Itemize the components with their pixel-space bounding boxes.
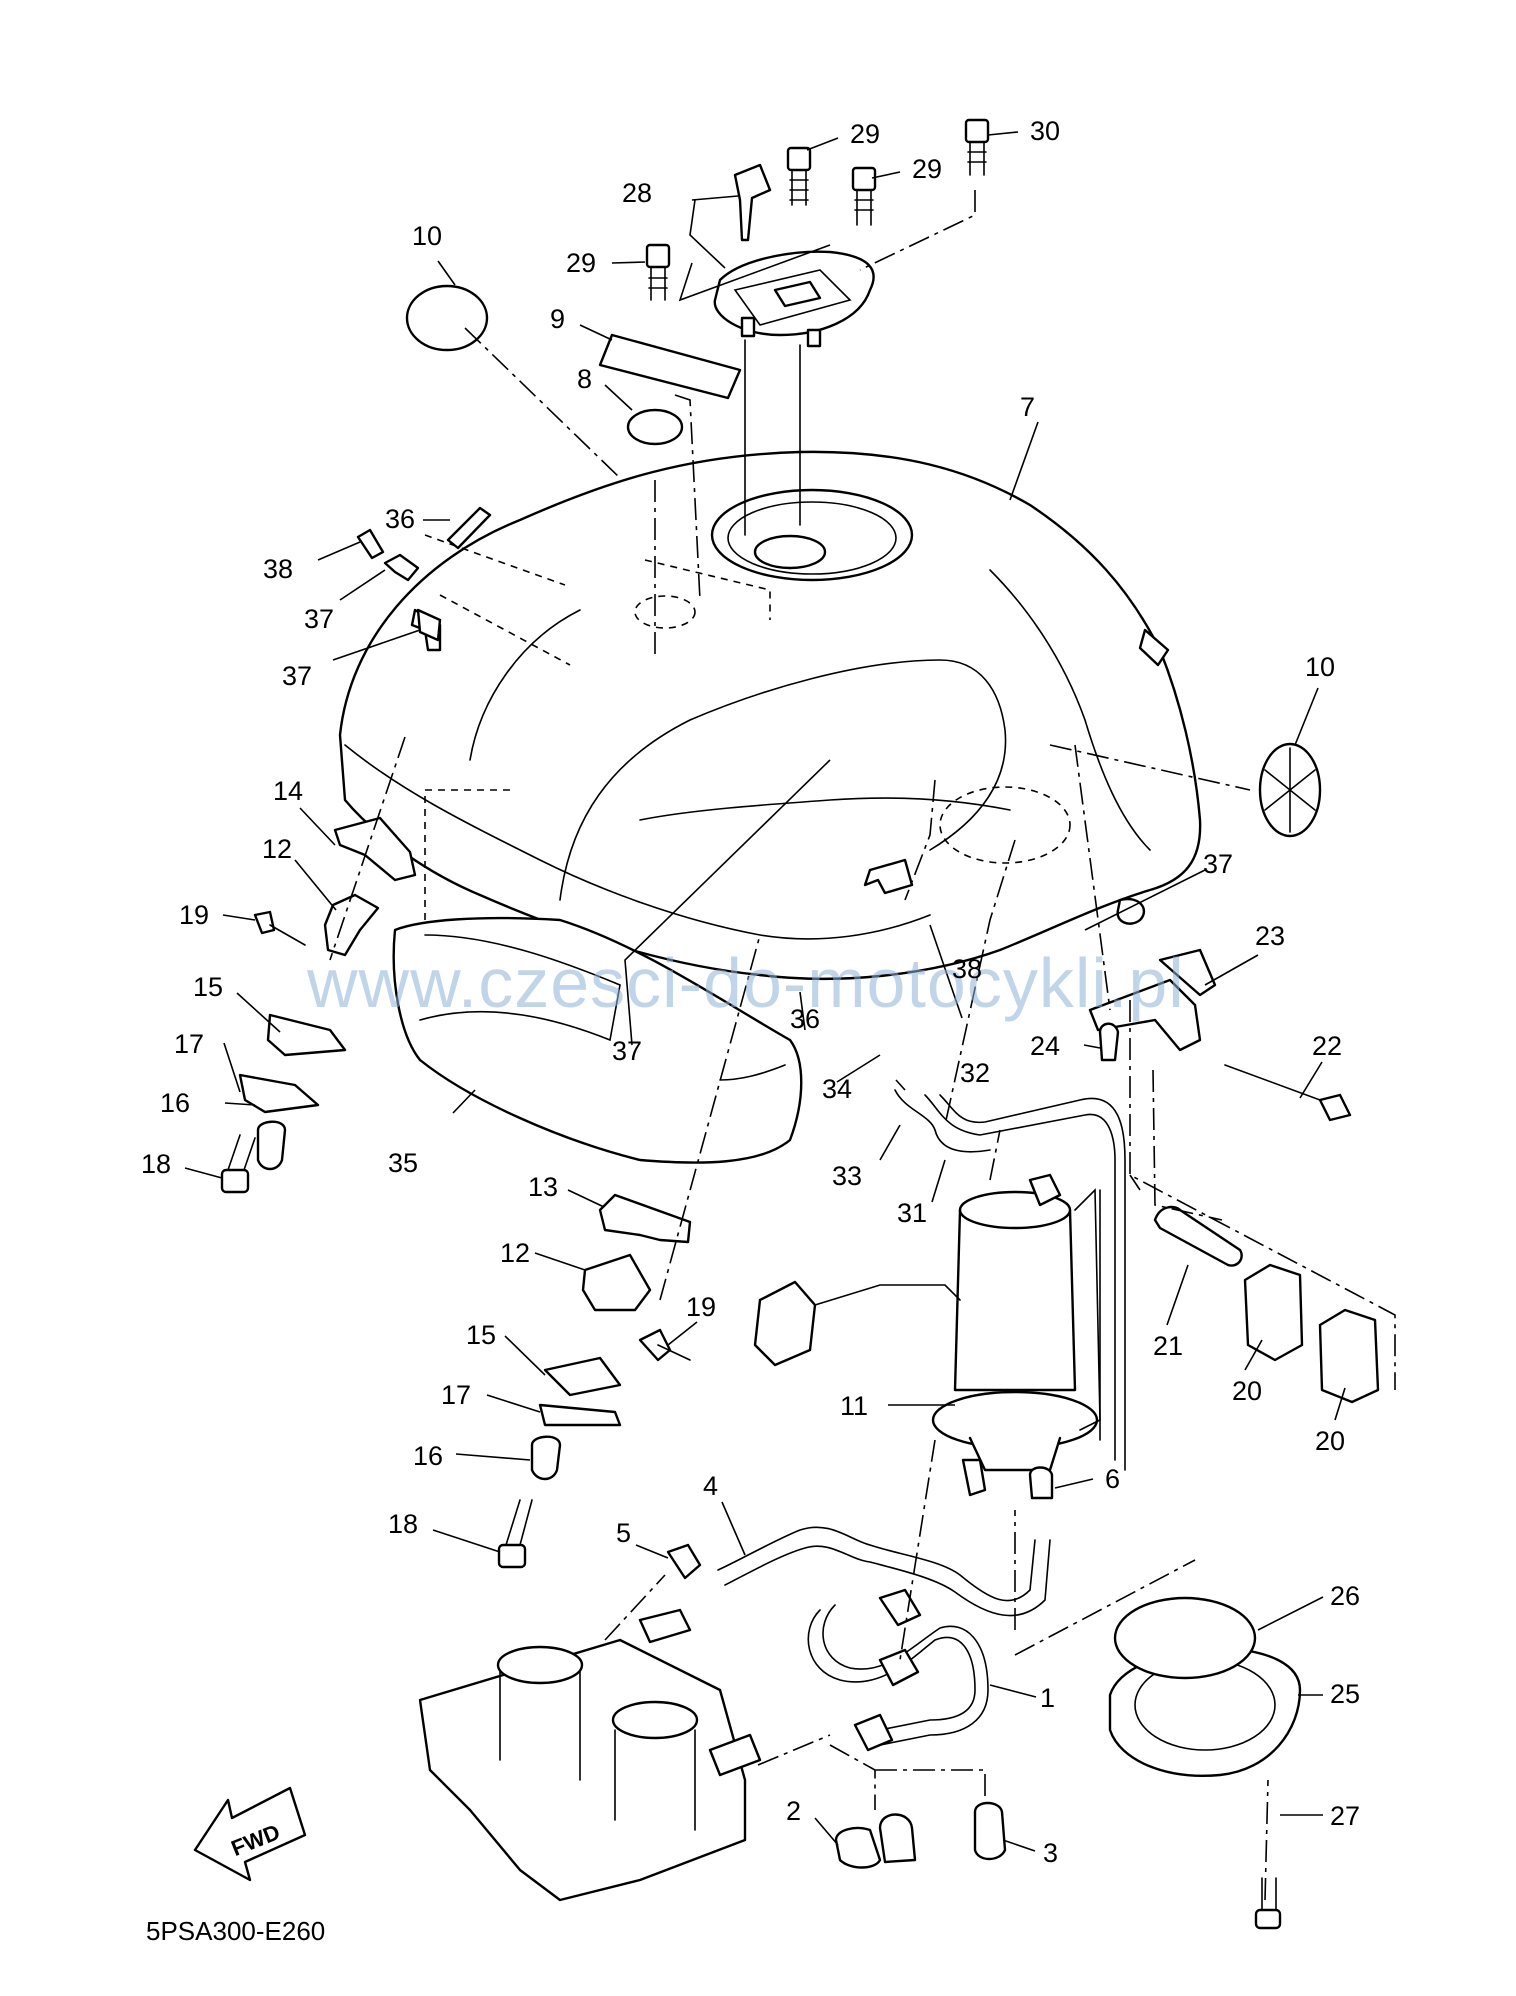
callout-37-b: 37 <box>282 661 312 691</box>
callout-18-lower: 18 <box>388 1509 418 1539</box>
dampers-top-left <box>356 506 492 642</box>
callout-19-upper: 19 <box>179 900 209 930</box>
callout-33: 33 <box>832 1161 862 1191</box>
callout-37-d: 37 <box>1203 849 1233 879</box>
assembly-lines <box>329 190 1396 1901</box>
throttle-body <box>418 1608 762 1902</box>
callout-28: 28 <box>622 178 652 208</box>
callout-38-mid: 38 <box>952 954 982 984</box>
callout-5: 5 <box>616 1518 631 1548</box>
callout-35: 35 <box>388 1148 418 1178</box>
callout-26: 26 <box>1330 1581 1360 1611</box>
watermark: www.czesci-do-motocykli.pl <box>306 944 1185 1022</box>
callout-36-mid: 36 <box>790 1004 820 1034</box>
callout-20-right: 20 <box>1315 1426 1345 1456</box>
callout-29-top: 29 <box>850 119 880 149</box>
callout-12-lower: 12 <box>500 1238 530 1268</box>
callout-labels: 1 2 3 4 5 6 7 8 9 10 10 11 12 12 13 14 1… <box>141 116 1360 1868</box>
emblem-10-right <box>1258 742 1322 838</box>
callout-36-top: 36 <box>385 504 415 534</box>
callout-6: 6 <box>1105 1464 1120 1494</box>
callout-29-mid: 29 <box>912 154 942 184</box>
callout-10-left: 10 <box>412 221 442 251</box>
cap-bolts <box>645 118 990 301</box>
callout-19-lower: 19 <box>686 1292 716 1322</box>
key-icon <box>733 163 772 242</box>
callout-2: 2 <box>786 1796 801 1826</box>
callout-16-lower: 16 <box>413 1441 443 1471</box>
callout-23: 23 <box>1255 921 1285 951</box>
callout-32: 32 <box>960 1058 990 1088</box>
emblem-10-left <box>405 284 489 352</box>
callout-14: 14 <box>273 776 303 806</box>
callout-8: 8 <box>577 364 592 394</box>
right-mount-assembly <box>1088 948 1380 1404</box>
hose-4 <box>717 1526 1051 1617</box>
callout-15-upper: 15 <box>193 972 223 1002</box>
callout-7: 7 <box>1020 392 1035 422</box>
leader-lines <box>184 131 1346 1852</box>
seal-ring-26 <box>1113 1596 1257 1680</box>
callout-3: 3 <box>1043 1838 1058 1868</box>
callout-31: 31 <box>897 1198 927 1228</box>
callout-37-c: 37 <box>612 1036 642 1066</box>
callout-10-right: 10 <box>1305 652 1335 682</box>
callout-17-upper: 17 <box>174 1029 204 1059</box>
callout-37-a: 37 <box>304 604 334 634</box>
callout-13: 13 <box>528 1172 558 1202</box>
fuel-cap-assembly <box>713 250 875 348</box>
level-sender <box>753 1280 961 1367</box>
label-9 <box>598 333 742 400</box>
callout-25: 25 <box>1330 1679 1360 1709</box>
callout-11: 11 <box>840 1391 868 1421</box>
fwd-arrow-icon: FWD <box>193 1786 307 1882</box>
callout-12-upper: 12 <box>262 834 292 864</box>
hoses-31-33 <box>894 1089 1126 1471</box>
callout-20-left: 20 <box>1232 1376 1262 1406</box>
callout-9: 9 <box>550 304 565 334</box>
clamps <box>666 1466 1054 1869</box>
callout-30: 30 <box>1030 116 1060 146</box>
label-8 <box>626 408 684 446</box>
callout-17-lower: 17 <box>441 1380 471 1410</box>
diagram-code: 5PSA300-E260 <box>146 1916 325 1946</box>
callout-15-lower: 15 <box>466 1320 496 1350</box>
hose-1 <box>807 1588 989 1752</box>
tank-lower-tray <box>392 916 803 1164</box>
screw-27 <box>1254 1877 1282 1930</box>
fuel-tank <box>338 450 1202 1040</box>
fuel-pump <box>931 1173 1101 1497</box>
callout-16-upper: 16 <box>160 1088 190 1118</box>
callout-29-left: 29 <box>566 248 596 278</box>
callout-27: 27 <box>1330 1801 1360 1831</box>
callout-34: 34 <box>822 1074 852 1104</box>
left-mount-assembly <box>220 816 417 1194</box>
callout-18-upper: 18 <box>141 1149 171 1179</box>
callout-24: 24 <box>1030 1031 1060 1061</box>
callout-4: 4 <box>703 1471 718 1501</box>
callout-21: 21 <box>1153 1331 1183 1361</box>
callout-22: 22 <box>1312 1031 1342 1061</box>
callout-38-top: 38 <box>263 554 293 584</box>
callout-1: 1 <box>1040 1683 1055 1713</box>
lower-mount-assembly <box>497 1193 692 1569</box>
